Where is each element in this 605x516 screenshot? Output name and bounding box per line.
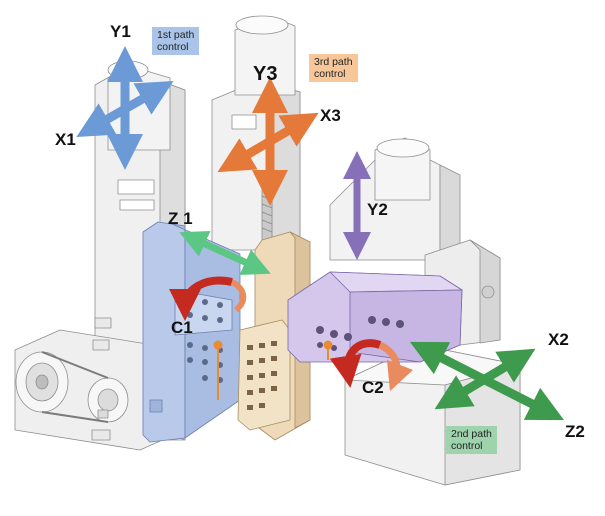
third-path-tag-line1: 3rd path [314, 56, 353, 68]
first-path-tag-line2: control [157, 41, 189, 53]
first-path-tag-line1: 1st path [157, 29, 195, 41]
z2-label: Z2 [565, 422, 585, 441]
z1-axis-arrow [179, 231, 271, 275]
z1-label: Z 1 [168, 209, 193, 228]
third-path-tag-line2: control [314, 68, 346, 80]
y1-label: Y1 [110, 22, 131, 41]
y3-label: Y3 [253, 63, 278, 85]
x3-label: X3 [320, 106, 341, 125]
x3-axis-arrow [217, 112, 319, 173]
c2-rotation-arrow [329, 339, 382, 388]
x1-label: X1 [55, 130, 76, 149]
c1-rotation-arrow-back [230, 279, 247, 313]
first-path-control-tag: 1st path control [152, 27, 200, 55]
second-path-tag-line2: control [451, 440, 483, 452]
third-path-control-tag: 3rd path control [309, 54, 358, 82]
purple-slide [287, 271, 463, 363]
x2-label: X2 [548, 330, 569, 349]
spindle-markers [213, 340, 333, 400]
x1-axis-arrow [76, 81, 174, 137]
c1-rotation-arrow [169, 276, 233, 321]
y2-label: Y2 [367, 200, 388, 219]
second-path-tag-line1: 2nd path [451, 428, 492, 440]
c2-rotation-arrow-back [378, 341, 414, 392]
c1-label: C1 [171, 318, 193, 337]
tan-slide [237, 231, 311, 441]
z2-axis-arrow [409, 341, 565, 421]
c2-label: C2 [362, 378, 384, 397]
second-path-control-tag: 2nd path control [446, 426, 497, 454]
